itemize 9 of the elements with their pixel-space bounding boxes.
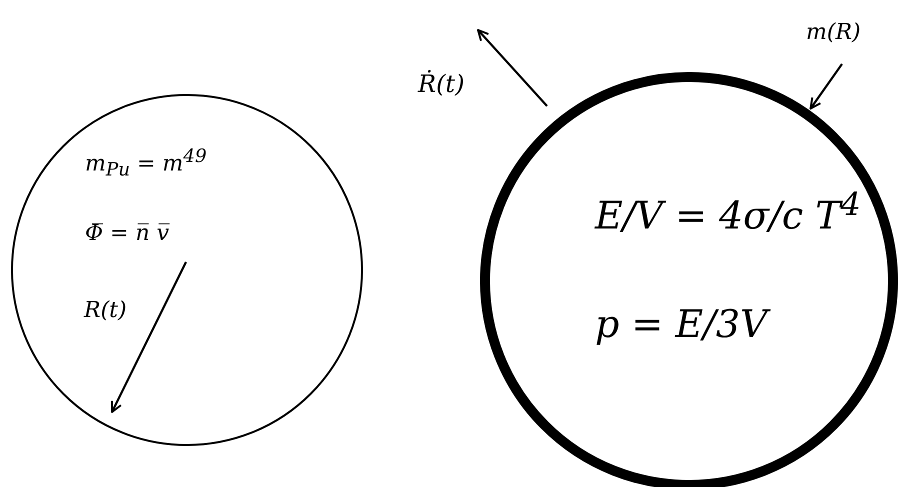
velocity-label: Ṙ(t) [418,70,464,98]
formula: Φ̅ = n̅ v̅ [85,221,170,246]
mass-label: m(R) [806,20,861,45]
leader-arrow [810,63,843,110]
formula: E/V = 4σ/c T$^{4}$ [595,187,861,238]
shell-circle [480,72,898,487]
formula: m$_{Pu}$ = m$^{49}$ [85,146,207,181]
radius-label: R(t) [84,298,127,323]
sphere-circle [11,94,363,446]
